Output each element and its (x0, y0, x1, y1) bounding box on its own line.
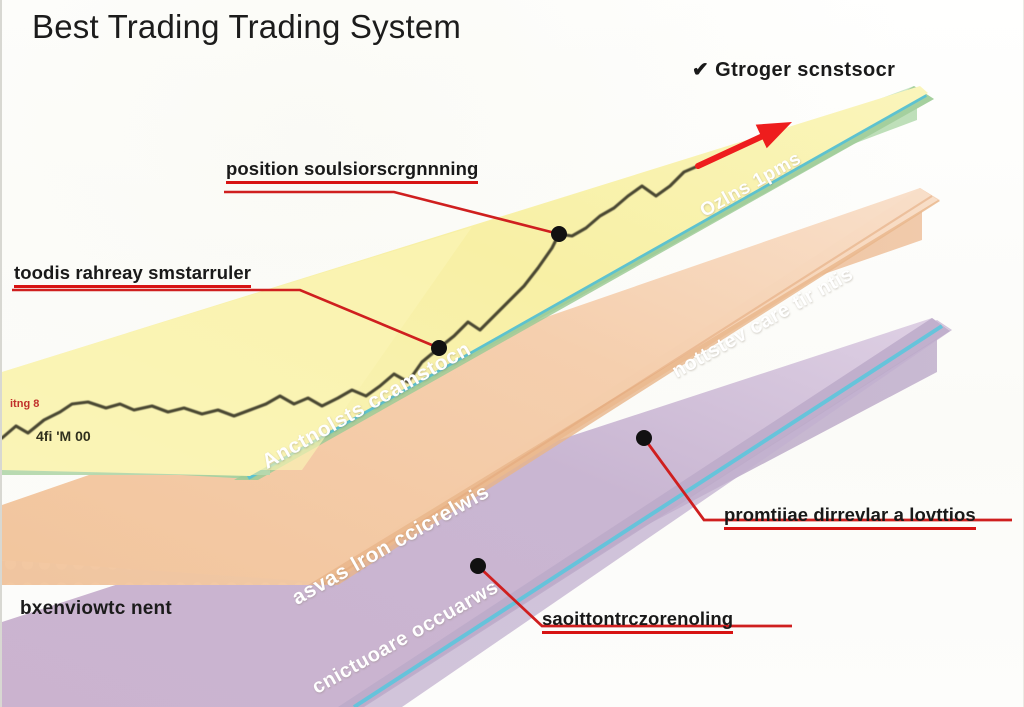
leader-lines (12, 190, 1012, 628)
mini-dark-label: 4fi 'M 00 (36, 428, 91, 444)
leader-provide (642, 437, 1012, 522)
leader-grouping (477, 564, 792, 628)
marker-mid (431, 340, 447, 356)
price-line-group (2, 164, 700, 440)
annotation-position-sizing: position soulsiorscrgnnning (226, 158, 479, 185)
annotation-previous: bxenviowtc nent (20, 598, 172, 619)
annotation-tools: toodis rahreay smstarruler (14, 262, 252, 289)
top-right-caption: ✔ Gtroger scnstsocr (692, 59, 896, 81)
marker-upper (551, 226, 567, 242)
annotation-provide: promtiiae dirrevlar a lovttios (724, 504, 976, 531)
leader-tools (12, 288, 440, 350)
marker-purple-left (470, 558, 486, 574)
mini-red-label: itng 8 (10, 398, 40, 410)
leader-position (224, 190, 560, 236)
page-title: Best Trading Trading System (32, 8, 462, 45)
yellow-surface (2, 86, 928, 476)
annotation-grouping: saoittontrczorenoling (542, 608, 734, 635)
marker-purple-right (636, 430, 652, 446)
marker-dots (431, 226, 652, 574)
trend-arrow (695, 122, 792, 169)
